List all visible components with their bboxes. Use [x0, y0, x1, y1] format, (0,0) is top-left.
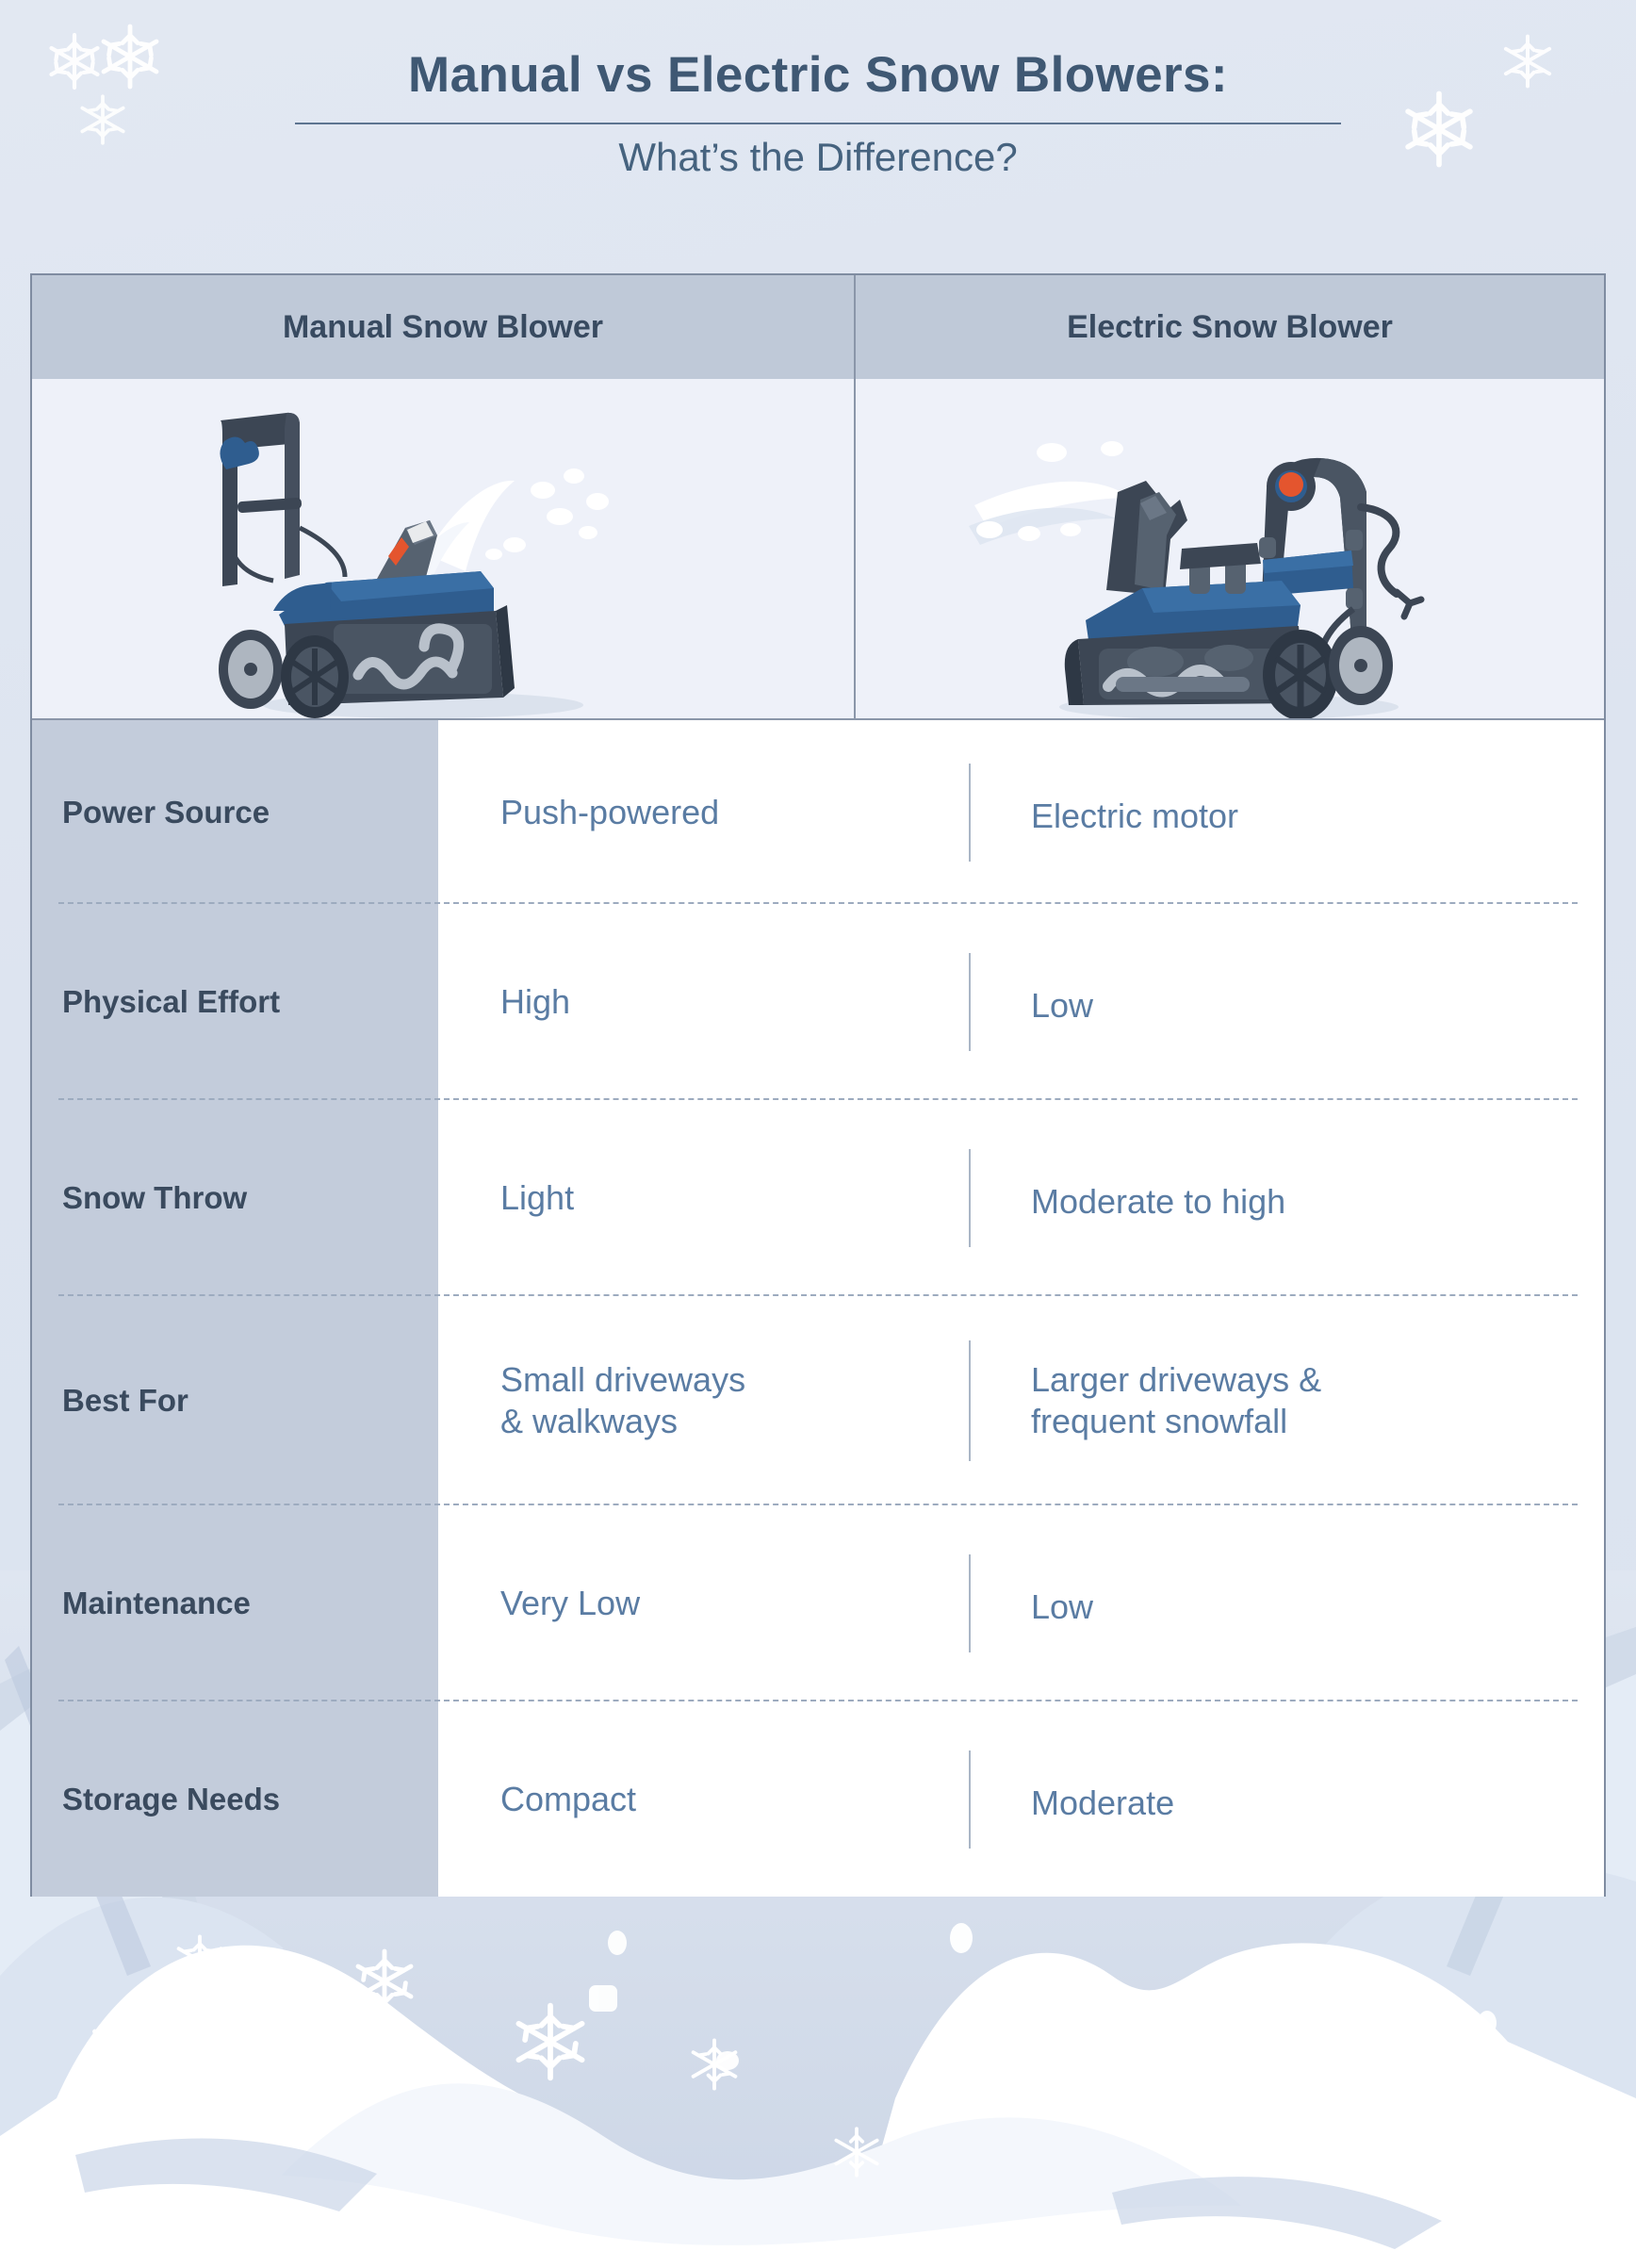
cell-divider — [969, 953, 971, 1051]
row-label: Maintenance — [32, 1505, 438, 1701]
table-row: Maintenance Very Low Low — [32, 1505, 1604, 1701]
electric-value: Low — [1031, 986, 1094, 1026]
table-row: Best For Small driveways & walkways Larg… — [32, 1296, 1604, 1505]
row-label: Power Source — [32, 720, 438, 904]
column-header-manual: Manual Snow Blower — [32, 275, 856, 379]
row-values: Light Moderate to high — [438, 1100, 1604, 1296]
title-block: Manual vs Electric Snow Blowers: What’s … — [0, 47, 1636, 180]
snowflake-icon — [83, 2008, 162, 2087]
snowflake-icon — [1517, 2061, 1587, 2130]
table-row: Storage Needs Compact Moderate — [32, 1701, 1604, 1897]
row-label: Snow Throw — [32, 1100, 438, 1296]
table-row: Snow Throw Light Moderate to high — [32, 1100, 1604, 1296]
manual-value: High — [500, 982, 571, 1022]
electric-snow-blower-image — [856, 379, 1604, 718]
page-title: Manual vs Electric Snow Blowers: — [408, 47, 1228, 103]
electric-value: Moderate — [1031, 1783, 1175, 1822]
column-header-electric: Electric Snow Blower — [856, 275, 1604, 379]
snowflake-icon — [684, 2034, 744, 2095]
manual-value: Small driveways & walkways — [500, 1360, 746, 1440]
cell-divider — [969, 1149, 971, 1247]
table-row: Power Source Push-powered Electric motor — [32, 720, 1604, 904]
snowflake-icon — [170, 1931, 230, 1991]
table-header-row: Manual Snow Blower Electric Snow Blower — [32, 275, 1604, 379]
manual-value: Compact — [500, 1779, 637, 1818]
electric-value: Moderate to high — [1031, 1182, 1286, 1222]
row-label: Physical Effort — [32, 904, 438, 1100]
row-values: Small driveways & walkways Larger drivew… — [438, 1296, 1604, 1505]
snowflake-icon — [1054, 1989, 1140, 2076]
electric-value: Low — [1031, 1587, 1094, 1627]
row-values: Very Low Low — [438, 1505, 1604, 1701]
comparison-table: Manual Snow Blower Electric Snow Blower — [30, 273, 1606, 1897]
manual-snow-blower-image — [32, 379, 856, 718]
cell-divider — [969, 1750, 971, 1849]
row-label: Storage Needs — [32, 1701, 438, 1897]
illustration-row — [32, 379, 1604, 718]
manual-value: Very Low — [500, 1584, 641, 1623]
snowflake-icon — [347, 1944, 422, 2019]
row-values: Push-powered Electric motor — [438, 720, 1604, 904]
row-label: Best For — [32, 1296, 438, 1505]
manual-value: Push-powered — [500, 792, 720, 831]
cell-divider — [969, 1554, 971, 1652]
row-divider — [58, 1098, 1578, 1100]
cell-divider — [969, 763, 971, 862]
row-divider — [58, 902, 1578, 904]
page-subtitle: What’s the Difference? — [618, 135, 1018, 180]
table-body: Power Source Push-powered Electric motor… — [32, 718, 1604, 1897]
snowflake-icon — [1285, 1944, 1368, 2027]
snowflake-icon — [827, 2123, 886, 2181]
electric-value: Electric motor — [1031, 796, 1239, 835]
electric-value: Larger driveways & frequent snowfall — [1031, 1360, 1322, 1440]
table-row: Physical Effort High Low — [32, 904, 1604, 1100]
row-values: High Low — [438, 904, 1604, 1100]
row-values: Compact Moderate — [438, 1701, 1604, 1897]
manual-value: Light — [500, 1178, 575, 1218]
row-divider — [58, 1504, 1578, 1505]
cell-divider — [969, 1340, 971, 1461]
row-divider — [58, 1294, 1578, 1296]
snowflake-icon — [505, 1997, 596, 2087]
title-divider — [295, 123, 1341, 125]
